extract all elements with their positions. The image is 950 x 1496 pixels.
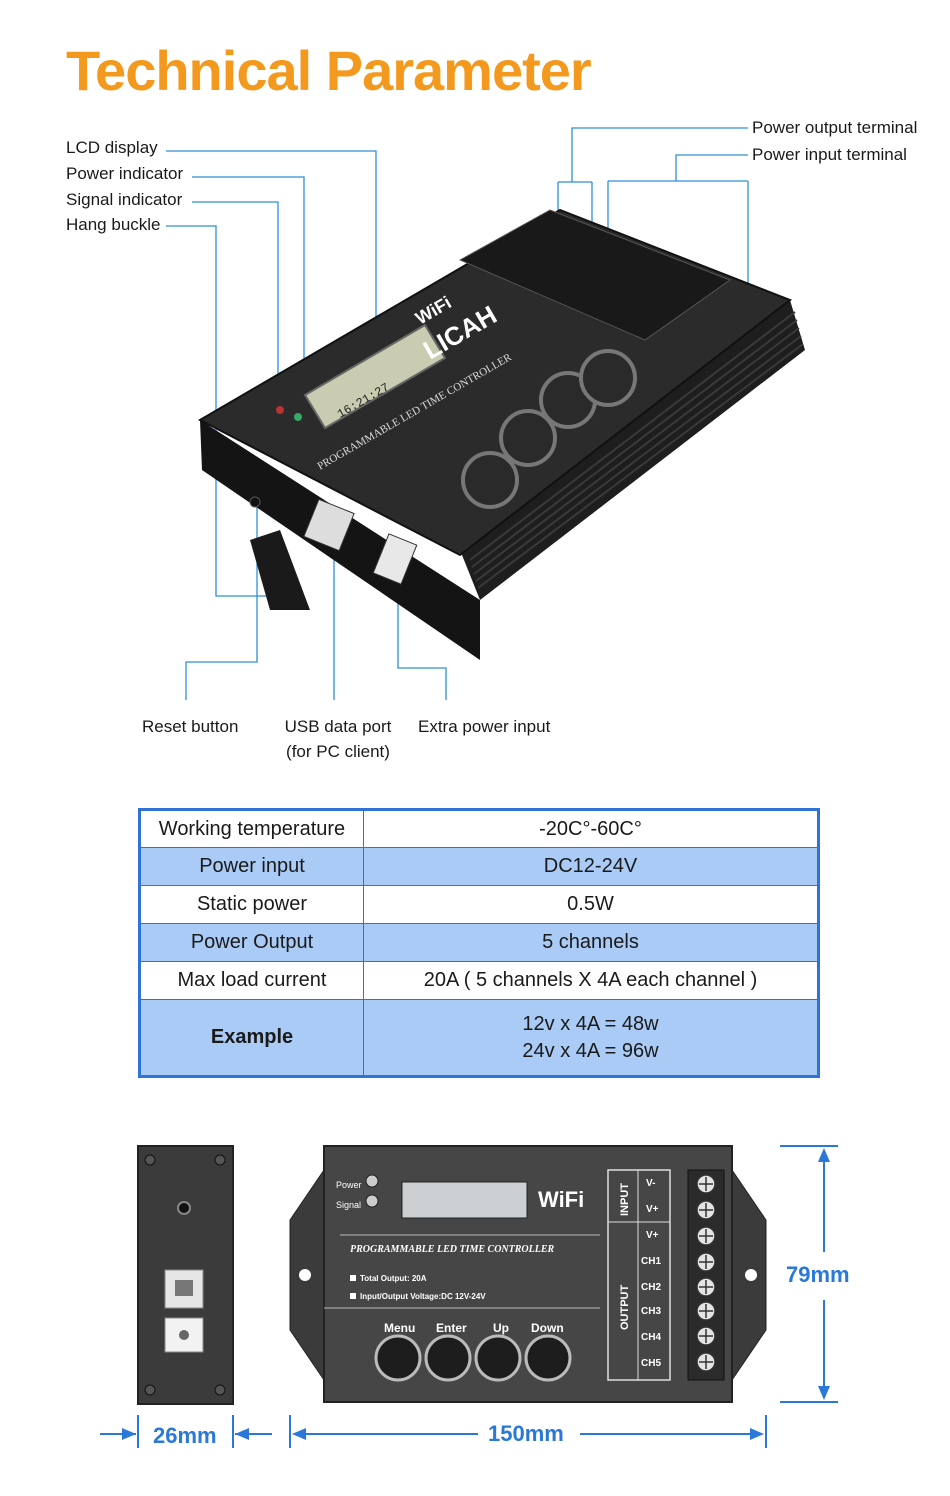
svg-text:Enter: Enter: [436, 1321, 467, 1335]
svg-text:CH3: CH3: [641, 1306, 661, 1317]
menu-button-photo: [461, 451, 519, 509]
table-row: Max load current 20A ( 5 channels X 4A e…: [139, 961, 819, 1000]
svg-text:CH2: CH2: [641, 1282, 661, 1293]
svg-text:Up: Up: [493, 1321, 509, 1335]
label-extra-power-input: Extra power input: [418, 717, 551, 736]
svg-text:CH5: CH5: [641, 1358, 661, 1369]
svg-text:Total Output: 20A: Total Output: 20A: [360, 1274, 427, 1283]
spec-key: Working temperature: [139, 809, 364, 848]
svg-text:Menu: Menu: [384, 1321, 415, 1335]
svg-text:CH1: CH1: [641, 1256, 661, 1267]
spec-key: Power Output: [139, 923, 364, 962]
controller-device-illustration: PROGRAMMABLE LED TIME CONTROLLER LICAH W…: [197, 208, 805, 660]
svg-text:V-: V-: [646, 1178, 655, 1189]
svg-text:WiFi: WiFi: [538, 1187, 584, 1212]
spec-value-example: 12v x 4A = 48w 24v x 4A = 96w: [363, 999, 819, 1077]
spec-key: Power input: [139, 847, 364, 886]
enter-button-icon: [424, 1334, 472, 1382]
spec-key-example: Example: [139, 999, 364, 1077]
label-usb-data-port: USB data port: [284, 717, 392, 736]
svg-text:Input/Output Voltage:DC 12V-24: Input/Output Voltage:DC 12V-24V: [360, 1292, 486, 1301]
label-usb-pc-client: (for PC client): [286, 742, 390, 761]
table-row: Power Output 5 channels: [139, 923, 819, 962]
svg-text:PROGRAMMABLE LED TIME CONTROLL: PROGRAMMABLE LED TIME CONTROLLER: [350, 1244, 555, 1255]
svg-text:V+: V+: [646, 1204, 659, 1215]
dimension-lines: [100, 1145, 838, 1448]
label-power-input-terminal: Power input terminal: [752, 145, 907, 164]
dimension-drawing: Power Signal WiFi PROGRAMMABLE LED TIME …: [100, 1145, 838, 1448]
label-power-indicator: Power indicator: [66, 164, 184, 183]
table-row: Working temperature -20C°-60C°: [139, 809, 819, 848]
example-line-1: 12v x 4A = 48w: [522, 1012, 659, 1035]
spec-key: Max load current: [139, 961, 364, 1000]
spec-value: 5 channels: [363, 923, 819, 962]
svg-text:Down: Down: [531, 1321, 564, 1335]
front-view: Power Signal WiFi PROGRAMMABLE LED TIME …: [289, 1145, 767, 1403]
menu-button-icon: [374, 1334, 422, 1382]
side-view: [137, 1145, 234, 1405]
spec-value: 0.5W: [363, 885, 819, 924]
spec-value: DC12-24V: [363, 847, 819, 886]
label-power-output-terminal: Power output terminal: [752, 118, 918, 137]
svg-text:OUTPUT: OUTPUT: [619, 1285, 631, 1331]
table-row-example: Example 12v x 4A = 48w 24v x 4A = 96w: [139, 999, 819, 1077]
svg-text:INPUT: INPUT: [619, 1183, 631, 1216]
svg-text:Signal: Signal: [336, 1200, 361, 1210]
svg-text:V+: V+: [646, 1230, 659, 1241]
spec-value: -20C°-60C°: [363, 809, 819, 848]
spec-key: Static power: [139, 885, 364, 924]
spec-value: 20A ( 5 channels X 4A each channel ): [363, 961, 819, 1000]
example-line-2: 24v x 4A = 96w: [522, 1039, 659, 1062]
dimension-depth: 26mm: [153, 1423, 217, 1448]
svg-text:CH4: CH4: [641, 1332, 661, 1343]
label-signal-indicator: Signal indicator: [66, 190, 183, 209]
svg-text:Power: Power: [336, 1180, 362, 1190]
label-reset-button: Reset button: [142, 717, 239, 736]
label-lcd-display: LCD display: [66, 138, 158, 157]
label-hang-buckle: Hang buckle: [66, 215, 161, 234]
table-row: Static power 0.5W: [139, 885, 819, 924]
dimension-height: 79mm: [786, 1262, 850, 1287]
up-button-icon: [474, 1334, 522, 1382]
spec-table: Working temperature -20C°-60C° Power inp…: [138, 808, 820, 1078]
table-row: Power input DC12-24V: [139, 847, 819, 886]
down-button-icon: [524, 1334, 572, 1382]
dimension-width: 150mm: [488, 1421, 564, 1446]
page-title: Technical Parameter: [66, 39, 592, 102]
